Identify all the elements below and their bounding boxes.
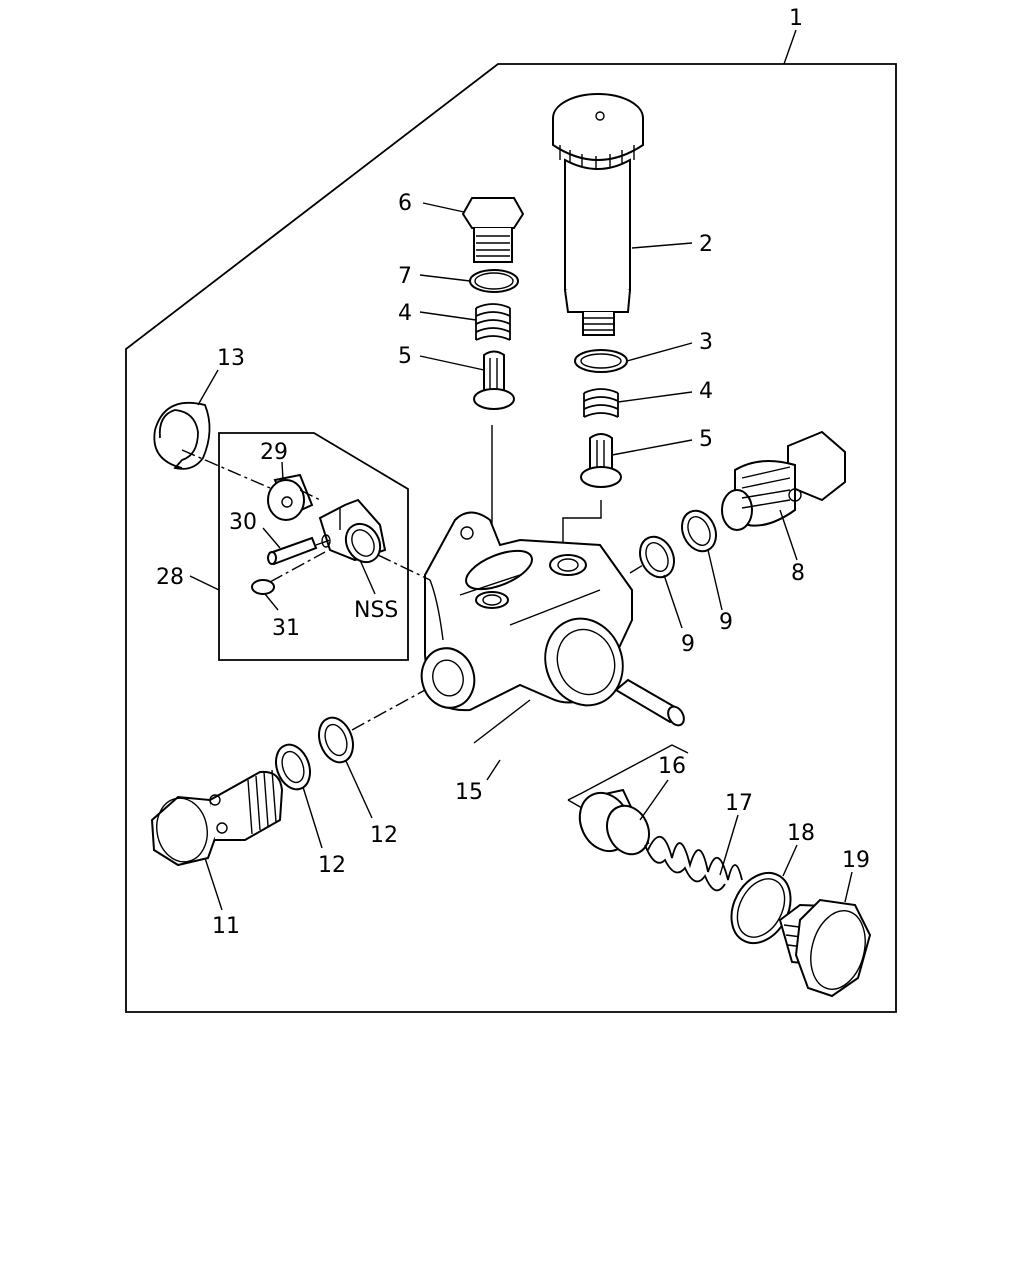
leader-31	[264, 593, 279, 611]
label-6: 6	[398, 191, 412, 216]
label-2: 2	[699, 232, 713, 257]
washer-9-outer	[680, 509, 718, 553]
label-17: 17	[725, 791, 753, 816]
leader-2	[631, 242, 693, 249]
leader-15	[473, 699, 531, 744]
label-8: 8	[791, 561, 805, 586]
leader-8	[779, 509, 798, 561]
label-5-right: 5	[699, 427, 713, 452]
label-4-left: 4	[398, 301, 412, 326]
leader-17	[719, 814, 739, 876]
banjo-bolt-11	[150, 769, 284, 867]
leader-1	[783, 29, 797, 65]
leader-7	[419, 274, 471, 282]
label-7: 7	[398, 264, 412, 289]
spring-4-left	[475, 303, 511, 341]
pump-body-15	[420, 511, 633, 712]
leader-12-outer	[302, 786, 323, 849]
leader-11	[204, 857, 223, 911]
label-28: 28	[156, 565, 184, 590]
label-5-left: 5	[398, 344, 412, 369]
label-9-outer: 9	[719, 610, 733, 635]
label-29: 29	[260, 440, 288, 465]
label-31: 31	[272, 616, 300, 641]
label-3: 3	[699, 330, 713, 355]
leader-12-inner	[345, 760, 373, 819]
label-19: 19	[842, 848, 870, 873]
washer-12-outer	[275, 743, 311, 791]
leader-9-outer	[707, 549, 723, 611]
label-11: 11	[212, 914, 240, 939]
valve-5-right	[580, 433, 622, 488]
leader-5-left	[419, 355, 485, 371]
label-13: 13	[217, 346, 245, 371]
leader-19	[844, 871, 853, 903]
leader-30	[262, 527, 281, 549]
leader-29	[281, 461, 284, 481]
leader-28	[189, 575, 220, 591]
assembly-frame	[125, 63, 897, 1013]
tappet-nss	[318, 498, 387, 564]
pin-30	[267, 536, 318, 566]
banjo-bolt-8	[721, 430, 846, 531]
label-12-outer: 12	[318, 853, 346, 878]
label-12-inner: 12	[370, 823, 398, 848]
leader-4-right	[617, 391, 693, 403]
label-15: 15	[455, 780, 483, 805]
leader-13	[197, 369, 219, 406]
label-18: 18	[787, 821, 815, 846]
subassembly-28-box	[218, 432, 409, 661]
leader-6	[422, 202, 465, 213]
label-16: 16	[658, 754, 686, 779]
leader-5-right	[611, 439, 693, 456]
leader-nss	[359, 559, 376, 595]
leader-9-inner	[663, 574, 683, 629]
label-9-inner: 9	[681, 632, 695, 657]
pin	[614, 678, 685, 727]
leader-4-left	[419, 311, 477, 321]
washer-9-inner	[638, 535, 676, 579]
roller-29	[267, 473, 314, 521]
sleeve-16	[578, 788, 650, 856]
bolt-6	[461, 197, 525, 263]
label-1: 1	[789, 6, 803, 31]
valve-5-left	[473, 350, 515, 410]
leader-18	[782, 844, 798, 877]
clip-31	[251, 579, 275, 595]
spring-4-right	[583, 388, 619, 418]
washer-12-inner	[318, 716, 354, 764]
label-nss: NSS	[354, 598, 398, 623]
priming-pump-2	[552, 93, 644, 336]
label-4-right: 4	[699, 379, 713, 404]
leader-3	[626, 342, 693, 362]
snap-ring-13	[153, 401, 211, 470]
spring-17	[644, 836, 743, 892]
plug-19	[778, 898, 872, 998]
leader-16	[639, 779, 669, 821]
label-30: 30	[229, 510, 257, 535]
